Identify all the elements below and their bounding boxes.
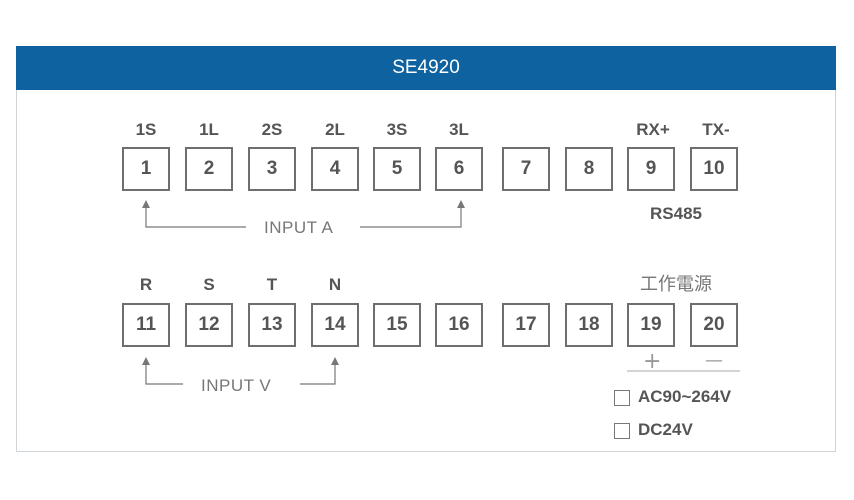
terminal-box: 4 xyxy=(311,147,359,191)
terminal-box: 17 xyxy=(502,303,550,347)
arrow-up-icon xyxy=(331,357,339,365)
terminal-label: N xyxy=(328,275,342,294)
input-a-connector xyxy=(145,204,246,228)
model-title: SE4920 xyxy=(392,57,460,78)
input-v-connector xyxy=(300,361,336,385)
terminal-label: 2L xyxy=(325,120,345,139)
terminal-label: 1S xyxy=(135,120,157,139)
arrow-up-icon xyxy=(457,200,465,208)
plus-sign: + xyxy=(643,349,662,374)
terminal-label: 2S xyxy=(261,120,283,139)
minus-sign: — xyxy=(705,350,723,371)
terminal-box: 16 xyxy=(435,303,483,347)
terminal-box: 3 xyxy=(248,147,296,191)
terminal-box: 5 xyxy=(373,147,421,191)
input-a-connector xyxy=(360,204,462,228)
terminal-label: RX+ xyxy=(636,120,670,139)
terminal-box: 10 xyxy=(690,147,738,191)
comm-label: RS485 xyxy=(650,204,702,223)
input-v-connector xyxy=(145,361,183,385)
terminal-box: 19 xyxy=(627,303,675,347)
arrow-up-icon xyxy=(142,200,150,208)
input-v-label: INPUT V xyxy=(201,376,272,395)
terminal-box: 20 xyxy=(690,303,738,347)
terminal-box: 1 xyxy=(122,147,170,191)
terminal-box: 8 xyxy=(565,147,613,191)
terminal-box: 13 xyxy=(248,303,296,347)
terminal-box: 14 xyxy=(311,303,359,347)
terminal-box: 9 xyxy=(627,147,675,191)
terminal-box: 7 xyxy=(502,147,550,191)
terminal-label: S xyxy=(203,275,215,294)
option-dc-label: DC24V xyxy=(638,420,693,439)
terminal-box: 6 xyxy=(435,147,483,191)
terminal-label: 1L xyxy=(199,120,219,139)
terminal-label: T xyxy=(266,275,278,294)
power-label: 工作電源 xyxy=(640,274,712,295)
terminal-label: R xyxy=(139,275,153,294)
terminal-box: 2 xyxy=(185,147,233,191)
terminal-label: 3L xyxy=(449,120,469,139)
option-checkbox[interactable] xyxy=(614,390,630,406)
terminal-box: 18 xyxy=(565,303,613,347)
terminal-label: 3S xyxy=(386,120,408,139)
terminal-label: TX- xyxy=(702,120,730,139)
arrow-up-icon xyxy=(142,357,150,365)
model-title-bar: SE4920 xyxy=(16,46,836,90)
option-ac-label: AC90~264V xyxy=(638,387,732,406)
terminal-box: 12 xyxy=(185,303,233,347)
terminal-box: 15 xyxy=(373,303,421,347)
input-a-label: INPUT A xyxy=(264,218,334,237)
terminal-box: 11 xyxy=(122,303,170,347)
option-checkbox[interactable] xyxy=(614,423,630,439)
